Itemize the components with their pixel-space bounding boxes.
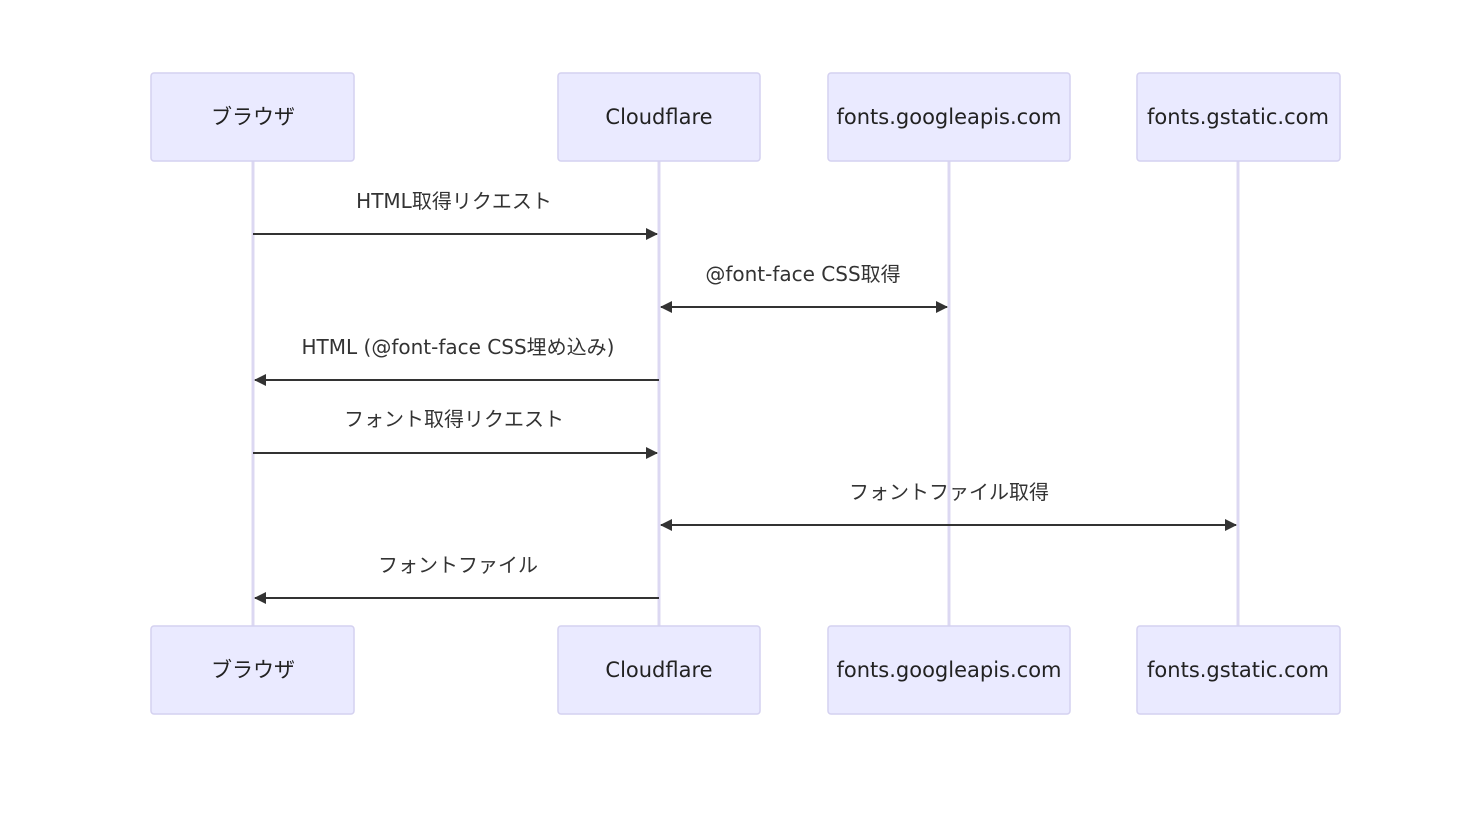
message-1: HTML取得リクエスト [253,189,658,240]
actor-label: ブラウザ [211,658,295,682]
messages: HTML取得リクエスト @font-face CSS取得 HTML (@font… [253,189,1237,604]
message-label: フォントファイル [378,553,538,577]
actor-label: fonts.googleapis.com [836,105,1061,129]
message-5: フォントファイル取得 [660,480,1237,531]
actor-label: fonts.googleapis.com [836,658,1061,682]
message-2: @font-face CSS取得 [660,262,948,313]
actors-top: ブラウザ Cloudflare fonts.googleapis.com fon… [150,72,1341,162]
actor-label: Cloudflare [605,658,712,682]
message-label: フォント取得リクエスト [344,407,564,431]
actor-cloudflare-bottom: Cloudflare [557,625,761,715]
actor-gstatic-top: fonts.gstatic.com [1136,72,1341,162]
message-6: フォントファイル [254,553,659,604]
actor-browser-bottom: ブラウザ [150,625,355,715]
message-label: HTML取得リクエスト [356,189,552,213]
message-4: フォント取得リクエスト [253,407,658,459]
actor-gstatic-bottom: fonts.gstatic.com [1136,625,1341,715]
lifelines [251,161,1240,626]
actor-label: Cloudflare [605,105,712,129]
message-label: HTML (@font-face CSS埋め込み) [302,335,615,359]
message-3: HTML (@font-face CSS埋め込み) [254,335,659,386]
actor-label: fonts.gstatic.com [1147,105,1329,129]
actor-googleapis-top: fonts.googleapis.com [827,72,1071,162]
actor-googleapis-bottom: fonts.googleapis.com [827,625,1071,715]
message-label: @font-face CSS取得 [705,262,900,286]
actor-label: ブラウザ [211,105,295,129]
actor-browser-top: ブラウザ [150,72,355,162]
actor-label: fonts.gstatic.com [1147,658,1329,682]
message-label: フォントファイル取得 [849,480,1049,504]
actor-cloudflare-top: Cloudflare [557,72,761,162]
actors-bottom: ブラウザ Cloudflare fonts.googleapis.com fon… [150,625,1341,715]
